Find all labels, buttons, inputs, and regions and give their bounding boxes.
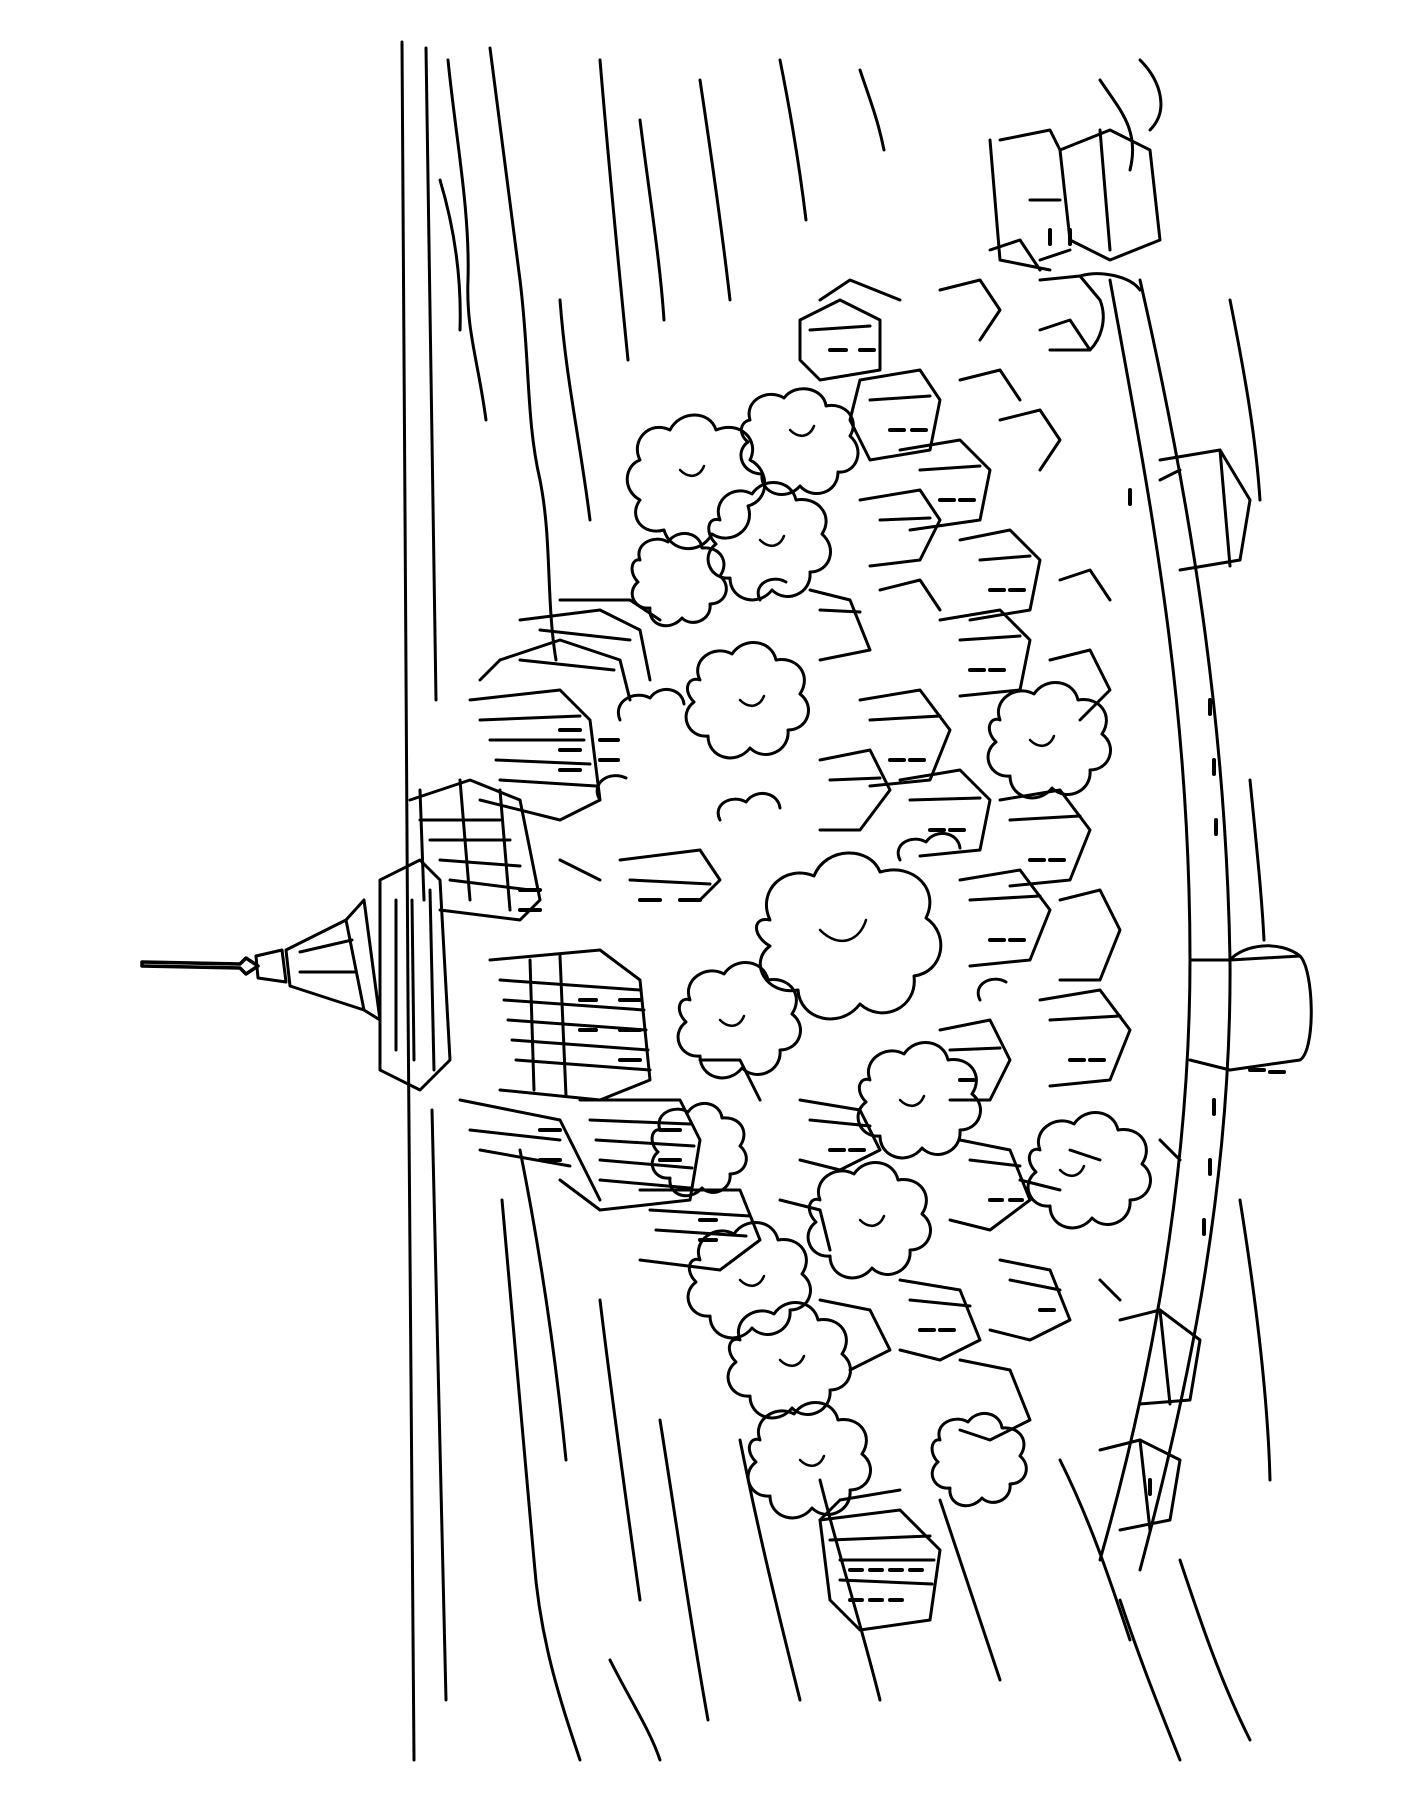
horizon-lines xyxy=(400,40,1135,1762)
ramparts xyxy=(988,128,1313,1572)
tree-details xyxy=(678,424,1086,1468)
house-windows xyxy=(828,348,1106,1602)
abbey-windows xyxy=(518,728,718,1242)
trees xyxy=(595,387,1152,1520)
rampart-slits xyxy=(1048,228,1286,1496)
shoreline xyxy=(1118,58,1272,1762)
abbey-spire xyxy=(140,898,382,1022)
village-houses xyxy=(778,238,1132,1632)
